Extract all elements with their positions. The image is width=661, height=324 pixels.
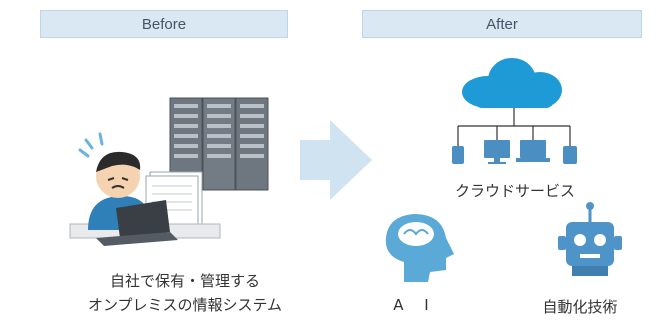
cloud-icon	[462, 58, 562, 108]
ai-head-icon	[385, 214, 454, 282]
onprem-caption-line1: 自社で保有・管理する	[109, 272, 260, 290]
transition-arrow-icon	[300, 120, 372, 200]
laptop-icon	[96, 200, 178, 246]
automation-caption: 自動化技術	[542, 298, 618, 316]
robot-icon	[558, 202, 622, 276]
devices-icon	[452, 140, 577, 164]
header-before: Before	[40, 10, 288, 38]
ai-caption: A I	[393, 296, 437, 314]
cloud-caption: クラウドサービス	[454, 182, 575, 200]
paper-stack-icon	[145, 171, 203, 233]
header-after: After	[362, 10, 642, 38]
onprem-caption-line2: オンプレミスの情報システム	[87, 296, 283, 314]
network-lines	[457, 108, 571, 146]
